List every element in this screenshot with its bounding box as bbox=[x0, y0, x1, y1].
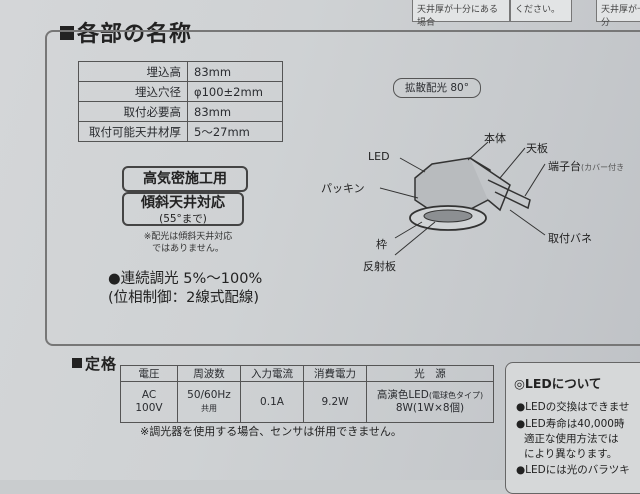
spec-voltage-1: AC bbox=[141, 389, 157, 401]
label-terminal-text: 端子台 bbox=[548, 160, 581, 173]
slope-note-line-1: ※配光は傾斜天井対応 bbox=[143, 232, 233, 242]
spec-freq: 50/60Hz bbox=[187, 389, 231, 401]
spec-title: 定格 bbox=[72, 353, 117, 374]
slope-note: ※配光は傾斜天井対応 ではありません。 bbox=[118, 231, 258, 255]
diffusion-label: 拡散配光 80° bbox=[393, 78, 481, 98]
dim-value: φ100±2mm bbox=[187, 81, 283, 102]
fixture-illustration bbox=[379, 141, 546, 256]
label-frame: 枠 bbox=[376, 238, 387, 251]
leader-line-plate bbox=[499, 147, 526, 179]
dim-key: 取付必要高 bbox=[78, 101, 188, 122]
label-body: 本体 bbox=[484, 132, 506, 145]
table-row: 電圧 周波数 入力電流 消費電力 光 源 bbox=[120, 365, 494, 382]
spec-header: 周波数 bbox=[177, 365, 241, 382]
label-gasket: パッキン bbox=[321, 182, 365, 195]
slope-angle-text: (55°まで) bbox=[159, 213, 207, 225]
slope-note-line-2: ではありません。 bbox=[152, 244, 224, 254]
leader-line-gasket bbox=[379, 187, 419, 199]
label-terminal-note: (カバー付き bbox=[581, 163, 625, 172]
leader-line-reflector bbox=[394, 221, 436, 256]
spec-freq-note: 共用 bbox=[201, 404, 217, 413]
slope-ceiling-badge: 傾斜天井対応 (55°まで) bbox=[122, 192, 244, 226]
dimming-line-2: (位相制御：2線式配線) bbox=[108, 290, 260, 306]
spec-source-1: 高演色LED(電球色タイプ) bbox=[370, 389, 490, 402]
title-square-icon bbox=[60, 26, 74, 40]
spec-source-main: 高演色LED bbox=[376, 389, 429, 401]
spec-source-note: (電球色タイプ) bbox=[428, 391, 484, 400]
slope-text: 傾斜天井対応 bbox=[141, 195, 225, 211]
top-strip-left-text: 天井厚が十分にある場合 bbox=[417, 5, 499, 28]
dim-value: 83mm bbox=[187, 61, 283, 82]
parts-panel bbox=[45, 30, 640, 346]
top-strip-left: 天井厚が十分にある場合 bbox=[412, 0, 510, 28]
spec-title-text: 定格 bbox=[85, 355, 118, 373]
led-line: ●LEDには光のバラツキ bbox=[516, 464, 630, 476]
top-strip-right: 天井厚が十分 bbox=[596, 0, 640, 28]
top-strip-mid-text: ください。 bbox=[515, 5, 561, 15]
leader-line-led bbox=[399, 157, 426, 173]
spec-power: 9.2W bbox=[303, 381, 367, 423]
spec-header: 電圧 bbox=[120, 365, 178, 382]
spec-header: 光 源 bbox=[366, 365, 494, 382]
dim-key: 埋込穴径 bbox=[78, 81, 188, 102]
label-spring: 取付バネ bbox=[548, 232, 592, 245]
led-line: ●LED寿命は40,000時 bbox=[516, 418, 625, 430]
led-info-box: ◎LEDについて ●LEDの交換はできませ ●LED寿命は40,000時 適正な… bbox=[505, 362, 640, 494]
spec-square-icon bbox=[72, 358, 82, 368]
led-line: により異なります。 bbox=[524, 448, 618, 460]
dimming-info: ●連続調光 5%～100% (位相制御：2線式配線) bbox=[108, 270, 262, 308]
label-terminal: 端子台(カバー付き bbox=[548, 158, 624, 174]
fixture-terminal-shape bbox=[487, 179, 531, 210]
leader-line-body bbox=[467, 141, 489, 161]
led-box-title: ◎LEDについて bbox=[514, 376, 602, 391]
airtight-text: 高気密施工用 bbox=[143, 171, 227, 187]
spec-current: 0.1A bbox=[240, 381, 304, 423]
dim-value: 5～27mm bbox=[187, 121, 283, 142]
parts-title: 各部の名称 bbox=[60, 16, 192, 48]
leader-line-terminal bbox=[524, 163, 546, 197]
diffusion-text: 拡散配光 80° bbox=[405, 82, 469, 94]
label-top-plate: 天板 bbox=[526, 142, 548, 155]
spec-cell: 50/60Hz 共用 bbox=[177, 381, 241, 423]
led-line: 適正な使用方法では bbox=[524, 433, 619, 445]
leader-line-frame bbox=[394, 221, 423, 239]
parts-title-text: 各部の名称 bbox=[77, 22, 193, 47]
top-strip-right-text: 天井厚が十分 bbox=[601, 5, 640, 28]
airtight-badge: 高気密施工用 bbox=[122, 166, 248, 192]
dim-value: 83mm bbox=[187, 101, 283, 122]
top-strip-mid: ください。 bbox=[510, 0, 572, 22]
dim-key: 取付可能天井材厚 bbox=[78, 121, 188, 142]
spec-header: 消費電力 bbox=[303, 365, 367, 382]
fixture-reflector-shape bbox=[423, 209, 473, 223]
led-line: ●LEDの交換はできませ bbox=[516, 401, 630, 413]
dim-key: 埋込高 bbox=[78, 61, 188, 82]
dimming-line-1: ●連続調光 5%～100% bbox=[108, 271, 263, 287]
spec-voltage-2: 100V bbox=[135, 402, 163, 414]
leader-line-spring bbox=[509, 209, 546, 236]
label-reflector: 反射板 bbox=[363, 260, 396, 273]
spec-header: 入力電流 bbox=[240, 365, 304, 382]
label-led: LED bbox=[368, 150, 390, 163]
spec-cell: 高演色LED(電球色タイプ)8W(1W×8個) bbox=[366, 381, 494, 423]
spec-footnote: ※調光器を使用する場合、センサは併用できません。 bbox=[140, 425, 402, 438]
spec-source-2: 8W(1W×8個) bbox=[395, 402, 465, 414]
